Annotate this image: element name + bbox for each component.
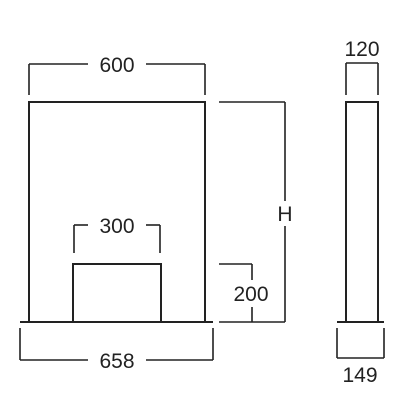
base-width-label: 658 bbox=[99, 350, 134, 373]
side-view: 120 149 bbox=[336, 38, 385, 387]
front-view: 600 300 658 H bbox=[19, 54, 293, 373]
side-panel-outline bbox=[345, 101, 379, 323]
front-panel-outline bbox=[28, 101, 206, 323]
opening-width-label: 300 bbox=[99, 215, 134, 238]
top-width-label: 600 bbox=[99, 54, 134, 77]
opening-height-label: 200 bbox=[233, 283, 268, 306]
opening-width-dimension: 300 bbox=[73, 215, 161, 253]
top-width-dimension: 600 bbox=[28, 54, 206, 95]
height-label: H bbox=[277, 203, 292, 226]
opening-height-dimension: 200 bbox=[219, 263, 269, 323]
base-depth-dimension: 149 bbox=[336, 328, 385, 387]
base-width-dimension: 658 bbox=[19, 328, 214, 373]
height-dimension: H bbox=[219, 101, 293, 323]
top-depth-label: 120 bbox=[344, 38, 379, 61]
base-depth-label: 149 bbox=[342, 364, 377, 387]
top-depth-dimension: 120 bbox=[344, 38, 380, 95]
